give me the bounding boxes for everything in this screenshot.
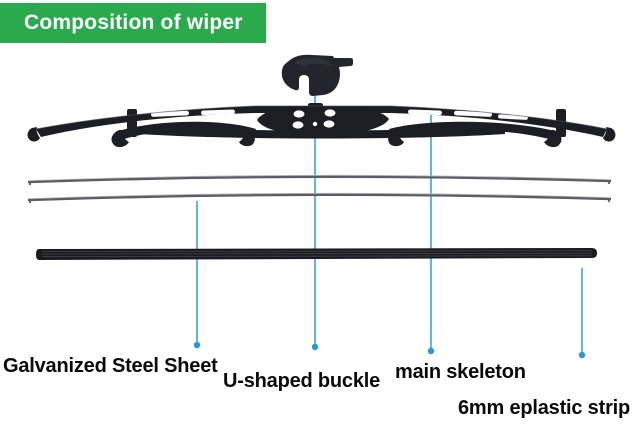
steel-sheet-upper: [27, 175, 612, 184]
buckle-shadow-detail: [295, 57, 332, 66]
label-galvanized-steel-sheet: Galvanized Steel Sheet: [3, 355, 218, 377]
bracket-hole: [323, 120, 335, 128]
bracket-hole: [324, 109, 336, 117]
bracket-hole: [293, 110, 305, 118]
skeleton-highlight: [35, 105, 608, 130]
title-banner: Composition of wiper: [0, 3, 266, 43]
skeleton-end-cap-left: [127, 109, 137, 137]
skeleton-vent-slot: [201, 109, 236, 116]
skeleton-yoke-right: [389, 121, 555, 139]
steel-sheet-lower: [27, 193, 612, 202]
bracket-hole: [292, 121, 304, 129]
bracket-hole-small: [312, 121, 318, 127]
skeleton-tip-claw-left: [27, 127, 40, 142]
skeleton-end-cap-right: [556, 109, 566, 137]
steel-sheet-lower-highlight: [29, 192, 610, 199]
connector-dot-rubber-strip: [578, 351, 586, 359]
eplastic-strip: [36, 248, 597, 260]
skeleton-claw-foot: [388, 131, 404, 147]
skeleton-tip-claw-right: [603, 127, 616, 142]
steel-sheet-upper-highlight: [29, 174, 610, 181]
connector-dot-buckle: [311, 343, 319, 351]
label-u-shaped-buckle: U-shaped buckle: [223, 370, 381, 392]
connector-dots: [193, 341, 586, 359]
skeleton-claw-foot: [239, 131, 255, 147]
main-skeleton-frame: [27, 103, 616, 148]
skeleton-center-bracket: [257, 106, 389, 133]
skeleton-center-tab: [270, 131, 284, 138]
eplastic-strip-ridge: [41, 255, 593, 257]
eplastic-strip-ridge: [41, 250, 593, 252]
page-title: Composition of wiper: [24, 11, 243, 34]
skeleton-yoke-left: [118, 121, 256, 139]
skeleton-claw-foot: [111, 130, 129, 148]
eplastic-strip-ridge: [41, 252, 593, 255]
galvanized-steel-sheets: [27, 174, 612, 203]
skeleton-vent-slot: [407, 109, 442, 116]
label-main-skeleton: main skeleton: [395, 361, 526, 383]
connector-dot-steel-sheet: [193, 341, 201, 349]
u-shaped-buckle: [281, 54, 353, 96]
label-eplastic-strip: 6mm eplastic strip: [458, 397, 631, 419]
connector-dot-skeleton: [427, 347, 435, 355]
